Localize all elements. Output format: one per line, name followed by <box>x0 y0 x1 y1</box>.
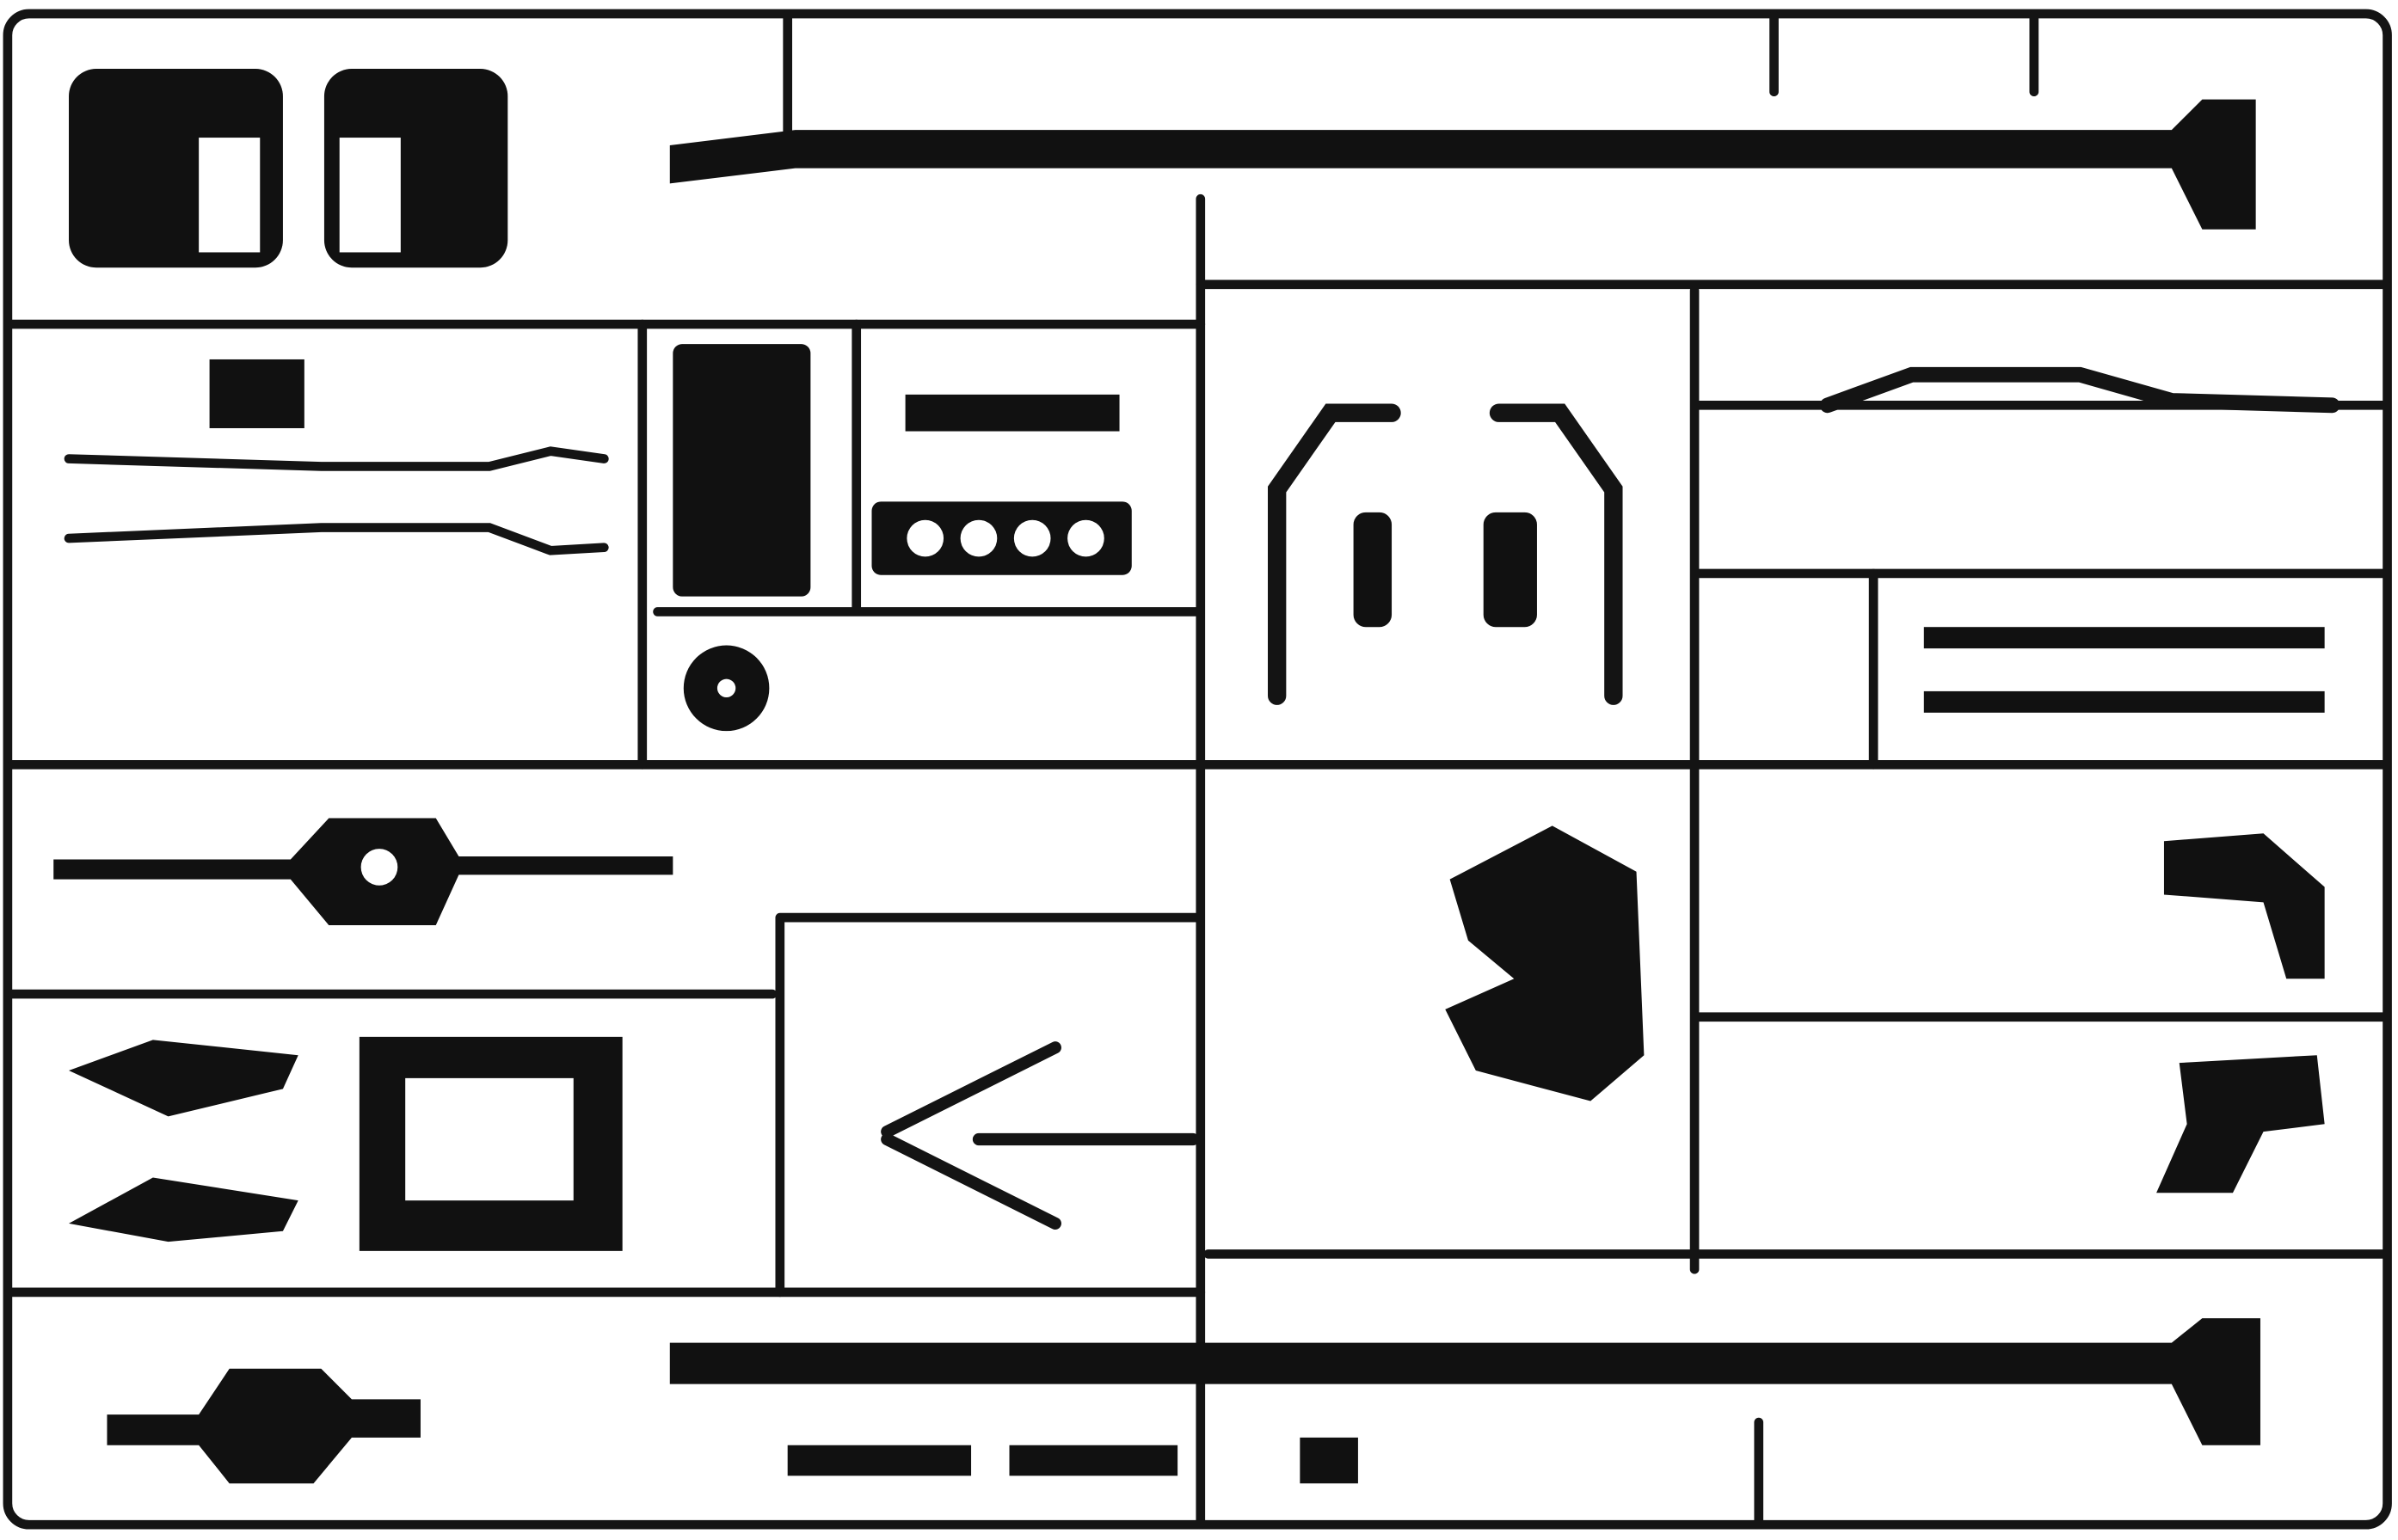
part-bumper-bar <box>905 394 1120 432</box>
part-rear-axle-lower <box>107 1368 421 1484</box>
part-axle-front-2 <box>64 523 609 555</box>
part-battery-box <box>1300 1437 1358 1484</box>
part-step-bar-2 <box>1923 690 2325 713</box>
part-shock-absorbers <box>1353 512 1393 628</box>
part-spring-hanger-1 <box>69 1040 298 1117</box>
part-fifth-wheel <box>1445 825 1645 1101</box>
seat-cutout <box>199 138 261 253</box>
seat-cutout <box>339 138 401 253</box>
part-fuel-tank-2 <box>1009 1445 1178 1476</box>
part-step-bar-1 <box>1923 627 2325 649</box>
part-radiator <box>871 501 1132 575</box>
runner-verticals <box>637 10 2039 1530</box>
part-chassis-rail-bottom <box>669 1318 2260 1445</box>
part-shock-absorbers <box>1483 512 1537 628</box>
part-fuel-tank-1 <box>787 1445 972 1476</box>
part-exhaust-pipes <box>1268 403 1623 705</box>
part-chassis-rail-top <box>669 99 2256 230</box>
runner-right-mid <box>1203 400 2391 1259</box>
sprue-parts <box>53 69 2340 1484</box>
part-fender-1 <box>2163 833 2325 979</box>
part-frame-crossmember <box>673 344 811 597</box>
part-seat-bracket <box>209 359 304 428</box>
part-axle-front-1 <box>64 446 609 471</box>
part-spring-hanger-2 <box>69 1177 298 1242</box>
part-front-axle-right <box>1819 366 2340 414</box>
part-fender-2 <box>2156 1055 2325 1193</box>
part-a-frame <box>881 1041 1200 1230</box>
sprue-runners <box>3 9 2392 1530</box>
